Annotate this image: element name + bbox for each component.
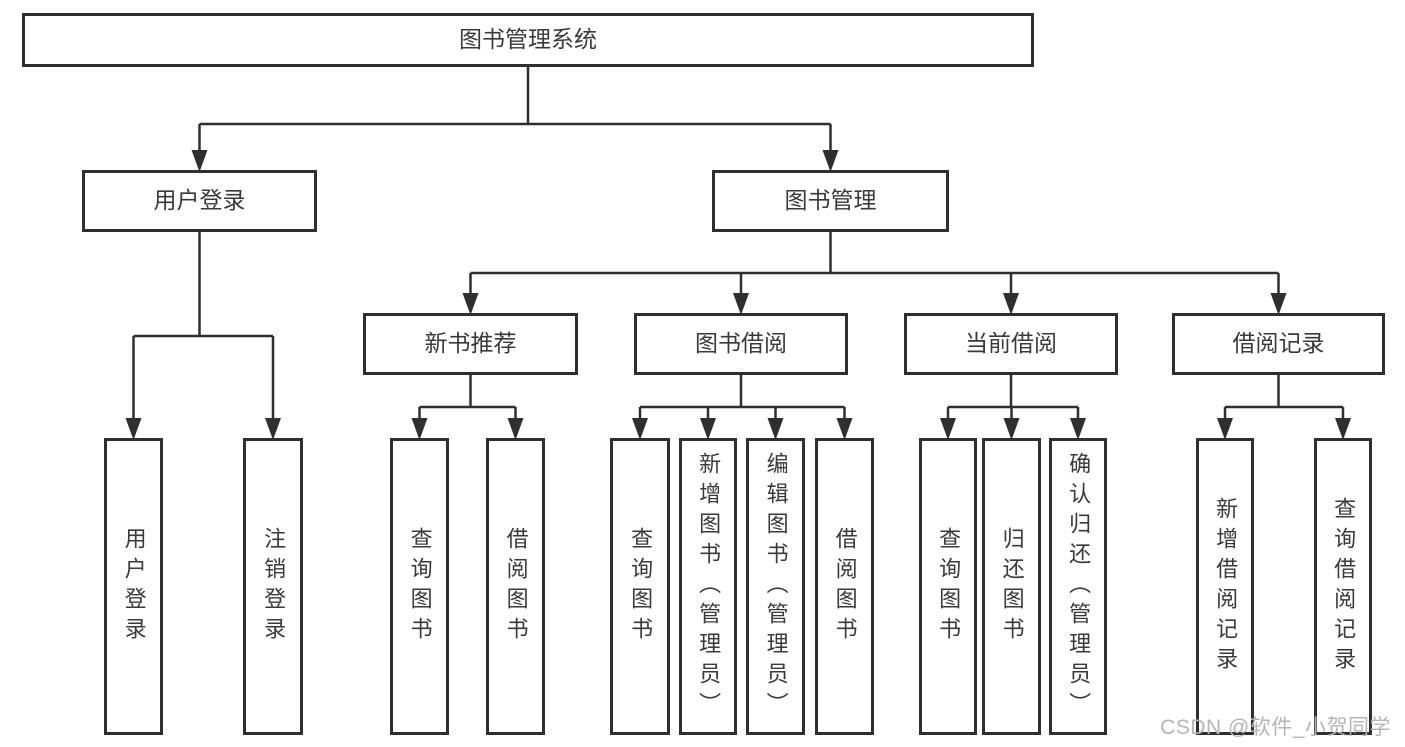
node-label-edit-book: 编辑图书（管理员）	[763, 451, 789, 722]
arrowhead-down-icon	[1270, 293, 1287, 315]
node-book-borrow: 图书借阅	[634, 313, 848, 375]
node-search-book-1: 查询图书	[390, 438, 449, 735]
node-edit-book: 编辑图书（管理员）	[746, 438, 805, 735]
arrowhead-down-icon	[1070, 418, 1086, 440]
node-add-borrow-record: 新增借阅记录	[1196, 438, 1254, 735]
arrowhead-down-icon	[462, 293, 479, 315]
node-label-root: 图书管理系统	[459, 26, 597, 53]
arrowhead-down-icon	[767, 418, 784, 440]
node-label-add-borrow-record: 新增借阅记录	[1213, 496, 1239, 677]
node-new-book-rec: 新书推荐	[363, 313, 578, 375]
node-search-borrow-record: 查询借阅记录	[1314, 438, 1372, 735]
node-label-search-book-1: 查询图书	[407, 526, 433, 647]
arrowhead-down-icon	[1217, 418, 1233, 440]
node-label-current-borrow: 当前借阅	[965, 330, 1057, 357]
node-search-book-2: 查询图书	[610, 438, 670, 735]
node-logout: 注销登录	[243, 438, 303, 735]
node-book-mgmt: 图书管理	[712, 170, 949, 232]
arrowhead-down-icon	[632, 418, 648, 440]
arrowhead-down-icon	[940, 418, 956, 440]
node-label-borrow-book-2: 借阅图书	[832, 526, 858, 647]
arrowhead-down-icon	[700, 418, 716, 440]
node-confirm-return: 确认归还（管理员）	[1049, 438, 1107, 735]
node-label-return-book: 归还图书	[999, 526, 1025, 647]
node-label-logout: 注销登录	[261, 526, 287, 647]
arrowhead-down-icon	[507, 418, 524, 440]
node-label-book-mgmt: 图书管理	[784, 187, 877, 214]
node-borrow-book-1: 借阅图书	[486, 438, 545, 735]
node-add-book: 新增图书（管理员）	[679, 438, 737, 735]
arrowhead-down-icon	[1003, 293, 1019, 315]
arrowhead-down-icon	[836, 418, 853, 440]
node-label-user-login: 用户登录	[153, 187, 246, 214]
node-root: 图书管理系统	[22, 13, 1034, 67]
node-label-search-borrow-record: 查询借阅记录	[1331, 496, 1357, 677]
node-label-new-book-rec: 新书推荐	[424, 330, 517, 357]
node-return-book: 归还图书	[982, 438, 1041, 735]
node-label-book-borrow: 图书借阅	[695, 330, 787, 357]
node-user-login: 用户登录	[82, 170, 317, 232]
arrowhead-down-icon	[265, 418, 281, 440]
arrowhead-down-icon	[1003, 418, 1020, 440]
node-search-book-3: 查询图书	[919, 438, 977, 735]
arrowhead-down-icon	[1335, 418, 1351, 440]
node-borrow-book-2: 借阅图书	[815, 438, 874, 735]
arrowhead-down-icon	[822, 150, 839, 172]
node-label-add-book: 新增图书（管理员）	[696, 451, 722, 722]
node-login: 用户登录	[104, 438, 163, 735]
node-label-borrow-records: 借阅记录	[1232, 330, 1325, 357]
arrowhead-down-icon	[733, 293, 749, 315]
node-current-borrow: 当前借阅	[904, 313, 1118, 375]
node-label-search-book-3: 查询图书	[936, 526, 962, 647]
arrowhead-down-icon	[191, 150, 208, 172]
watermark-text: CSDN @软件_小贺同学	[1160, 716, 1391, 739]
arrowhead-down-icon	[125, 418, 142, 440]
node-label-borrow-book-1: 借阅图书	[503, 526, 529, 647]
node-label-confirm-return: 确认归还（管理员）	[1066, 451, 1092, 722]
node-label-search-book-2: 查询图书	[628, 526, 654, 647]
node-label-login: 用户登录	[121, 526, 147, 647]
arrowhead-down-icon	[411, 418, 428, 440]
node-borrow-records: 借阅记录	[1172, 313, 1385, 375]
